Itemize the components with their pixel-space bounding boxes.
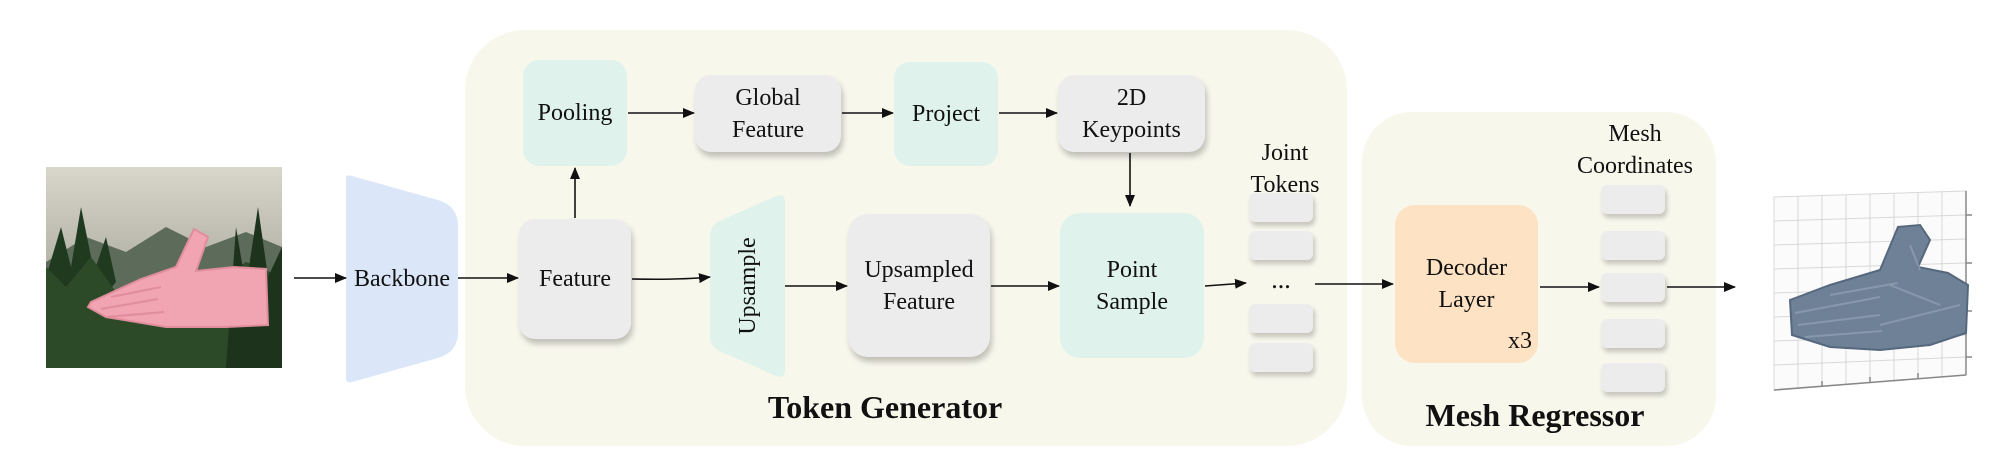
arrow-pointsample-to-tokens <box>1204 278 1247 289</box>
mesh-coordinate-token <box>1601 273 1665 302</box>
upsampled-feature-box: Upsampled Feature <box>848 214 990 357</box>
mesh-coordinate-token <box>1601 363 1665 392</box>
mesh-coordinate-token <box>1601 319 1665 348</box>
pooling-box: Pooling <box>523 60 627 166</box>
joint-tokens-ellipsis: ... <box>1271 265 1291 294</box>
decoder-layer-label: Decoder Layer <box>1425 255 1508 313</box>
joint-token <box>1249 304 1313 333</box>
input-hand-image <box>46 167 282 368</box>
backbone-label: Backbone <box>354 266 450 292</box>
point-sample-box: Point Sample <box>1060 213 1204 358</box>
mesh-coordinates-label: Mesh Coordinates <box>1577 121 1693 179</box>
decoder-layer-box: Decoder Layer <box>1395 205 1538 363</box>
joint-token <box>1249 193 1313 222</box>
joint-token <box>1249 231 1313 260</box>
output-hand-mesh-image <box>1773 190 1972 391</box>
global-feature-box: Global Feature <box>695 75 841 152</box>
token-generator-title: Token Generator <box>767 389 1003 425</box>
upsample-block <box>710 195 785 377</box>
joint-token <box>1249 343 1313 372</box>
decoder-repeat-label: x3 <box>1508 328 1532 354</box>
project-box: Project <box>894 62 998 166</box>
2d-keypoints-box: 2D Keypoints <box>1058 75 1205 152</box>
mesh-coordinate-token <box>1601 185 1665 214</box>
mesh-coordinate-token <box>1601 231 1665 260</box>
arrow-feature-to-upsample <box>631 273 711 284</box>
backbone-block <box>346 175 458 383</box>
mesh-regressor-title: Mesh Regressor <box>1425 397 1645 433</box>
feature-box: Feature <box>519 219 631 339</box>
